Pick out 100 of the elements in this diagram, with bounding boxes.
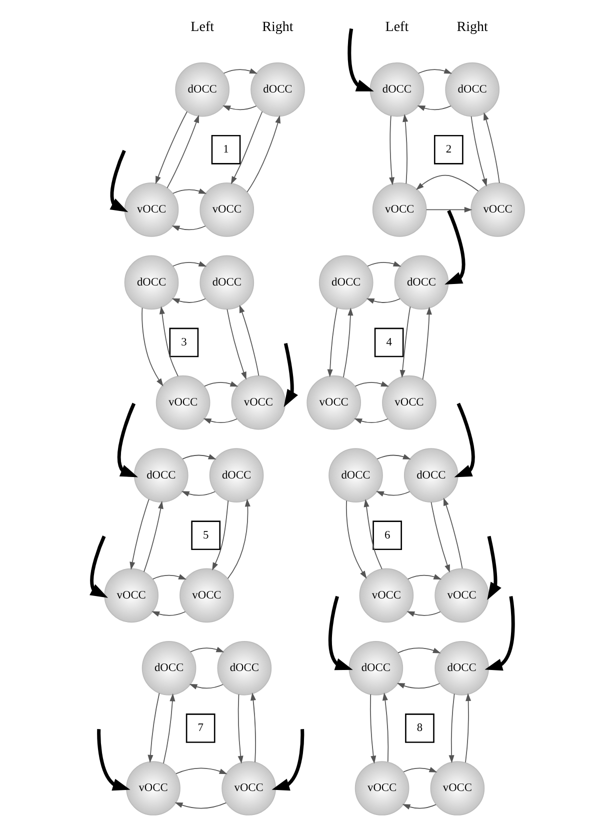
arrow xyxy=(486,536,501,600)
arrow xyxy=(370,694,376,764)
arrow xyxy=(354,418,388,424)
arrow xyxy=(418,68,452,74)
arrow xyxy=(396,683,440,689)
arrow xyxy=(345,500,366,579)
arrow xyxy=(188,684,223,690)
arrow xyxy=(407,574,442,580)
arrow xyxy=(155,111,187,184)
arrow xyxy=(238,304,259,376)
arrow xyxy=(470,116,487,187)
arrow xyxy=(141,307,163,386)
arrow xyxy=(172,261,206,267)
arrow xyxy=(116,402,138,478)
arrow xyxy=(151,611,186,617)
node-circle: vOCC xyxy=(306,375,360,430)
node-circle: dOCC xyxy=(124,255,178,310)
node-box: 8 xyxy=(404,714,434,743)
arrow xyxy=(430,502,450,573)
node-circle: vOCC xyxy=(221,761,276,816)
arrow xyxy=(172,188,206,194)
node-circle: vOCC xyxy=(430,761,484,816)
arrow xyxy=(271,729,304,791)
arrow xyxy=(171,226,206,231)
node-circle: vOCC xyxy=(230,375,286,430)
node-circle: vOCC xyxy=(382,375,436,430)
arrow xyxy=(158,306,178,377)
arrow xyxy=(175,768,227,774)
node-box: 5 xyxy=(190,520,220,550)
arrow xyxy=(464,693,471,763)
node-box: 1 xyxy=(210,134,240,164)
node-circle: vOCC xyxy=(179,568,234,623)
arrow xyxy=(250,692,256,763)
arrow xyxy=(388,115,394,186)
arrow xyxy=(152,574,186,580)
arrow xyxy=(416,105,451,111)
label: Left xyxy=(384,20,408,36)
node-circle: dOCC xyxy=(328,448,382,502)
arrow xyxy=(226,308,246,380)
arrow xyxy=(109,150,128,212)
arrow xyxy=(443,498,462,569)
arrow xyxy=(222,68,257,74)
node-box: 2 xyxy=(433,134,463,164)
node-circle: dOCC xyxy=(133,448,188,502)
arrow xyxy=(204,381,238,387)
node-circle: vOCC xyxy=(434,568,488,623)
arrow xyxy=(347,28,374,92)
node-circle: dOCC xyxy=(394,255,448,310)
arrow xyxy=(422,306,432,380)
node-circle: dOCC xyxy=(141,640,196,696)
arrow xyxy=(171,298,206,304)
node-circle: vOCC xyxy=(199,182,254,237)
arrow xyxy=(212,500,228,571)
arrow xyxy=(399,306,410,378)
arrow xyxy=(222,105,256,111)
node-circle: dOCC xyxy=(434,640,488,696)
node-box: 3 xyxy=(168,328,198,358)
arrow xyxy=(376,491,410,497)
arrow xyxy=(246,115,280,192)
arrow xyxy=(483,112,500,184)
arrow xyxy=(182,454,216,460)
arrow xyxy=(402,114,408,184)
arrow xyxy=(454,402,474,478)
arrow xyxy=(376,454,410,460)
label: Left xyxy=(190,20,214,36)
arrow xyxy=(143,500,163,572)
arrow xyxy=(237,694,243,764)
arrow xyxy=(190,646,224,652)
node-circle: vOCC xyxy=(124,182,178,237)
arrow xyxy=(226,498,250,579)
arrow xyxy=(96,729,130,791)
arrow xyxy=(366,261,401,267)
arrow xyxy=(202,418,237,424)
arrow xyxy=(326,307,337,378)
arrow xyxy=(406,611,440,617)
node-circle: dOCC xyxy=(444,62,499,117)
arrow xyxy=(166,114,198,188)
node-box: 7 xyxy=(185,714,215,743)
arrow xyxy=(354,381,388,387)
arrow xyxy=(425,206,472,212)
arrow xyxy=(147,692,160,763)
arrow xyxy=(180,491,215,497)
label: Right xyxy=(456,20,488,36)
arrow xyxy=(397,648,440,654)
node-circle: dOCC xyxy=(199,255,254,310)
node-circle: vOCC xyxy=(354,761,409,816)
arrow xyxy=(230,111,262,184)
arrow xyxy=(415,174,478,192)
label: Right xyxy=(262,20,293,36)
node-circle: vOCC xyxy=(126,761,180,816)
node-circle: dOCC xyxy=(318,255,373,310)
arrow xyxy=(382,692,388,762)
node-box: 4 xyxy=(374,328,404,358)
arrow xyxy=(129,498,149,570)
node-circle: dOCC xyxy=(250,62,304,117)
arrow xyxy=(444,210,465,284)
arrow xyxy=(174,802,226,809)
arrow xyxy=(283,343,298,408)
arrow xyxy=(366,298,400,304)
arrow xyxy=(448,693,454,764)
